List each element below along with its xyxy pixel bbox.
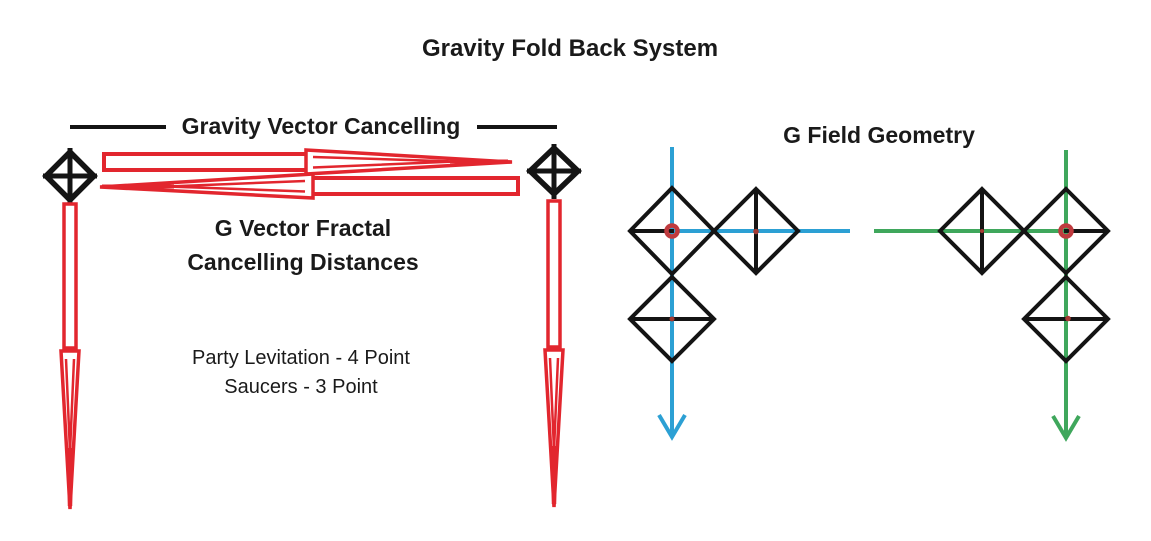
red-cancelling-arrows <box>59 148 565 510</box>
blue-right-dot-icon <box>753 228 759 235</box>
blue-hub-ring-icon <box>664 223 680 239</box>
red-arrow-top-right <box>102 148 513 176</box>
diamond-crosshair-left-icon <box>42 148 98 204</box>
green-bottom-dot-icon <box>1065 315 1071 322</box>
green-field-lines <box>874 150 1081 442</box>
center-dot-markers <box>669 228 1071 322</box>
blue-down-arrowhead-icon <box>657 413 687 441</box>
fractal-distances-line2: Cancelling Distances <box>187 249 419 275</box>
left-black-shapes <box>42 125 582 204</box>
blue-field-lines <box>657 147 850 441</box>
green-left-dot-icon <box>980 229 984 233</box>
fractal-distances-line1: G Vector Fractal <box>214 215 392 241</box>
green-hub-ring-icon <box>1058 223 1074 239</box>
hub-ring-markers <box>664 223 1074 239</box>
g-field-geometry-label: G Field Geometry <box>783 122 975 148</box>
red-arrow-right-down <box>543 199 565 508</box>
levitation-note-label: Party Levitation - 4 Point Saucers - 3 P… <box>192 344 410 402</box>
diamond-crosshair-right-icon <box>526 144 582 199</box>
red-arrow-bottom-left <box>99 172 520 200</box>
green-down-arrowhead-icon <box>1051 414 1081 442</box>
levitation-note-line2: Saucers - 3 Point <box>224 376 378 398</box>
red-arrow-left-down <box>59 202 81 510</box>
page-title: Gravity Fold Back System <box>421 35 719 62</box>
levitation-note-line1: Party Levitation - 4 Point <box>192 347 410 369</box>
gravity-vector-cancelling-label: Gravity Vector Cancelling <box>181 113 461 139</box>
field-geometry-diamonds <box>627 185 1111 364</box>
blue-bottom-dot-icon <box>669 316 675 322</box>
fractal-distances-label: G Vector Fractal Cancelling Distances <box>187 211 418 279</box>
